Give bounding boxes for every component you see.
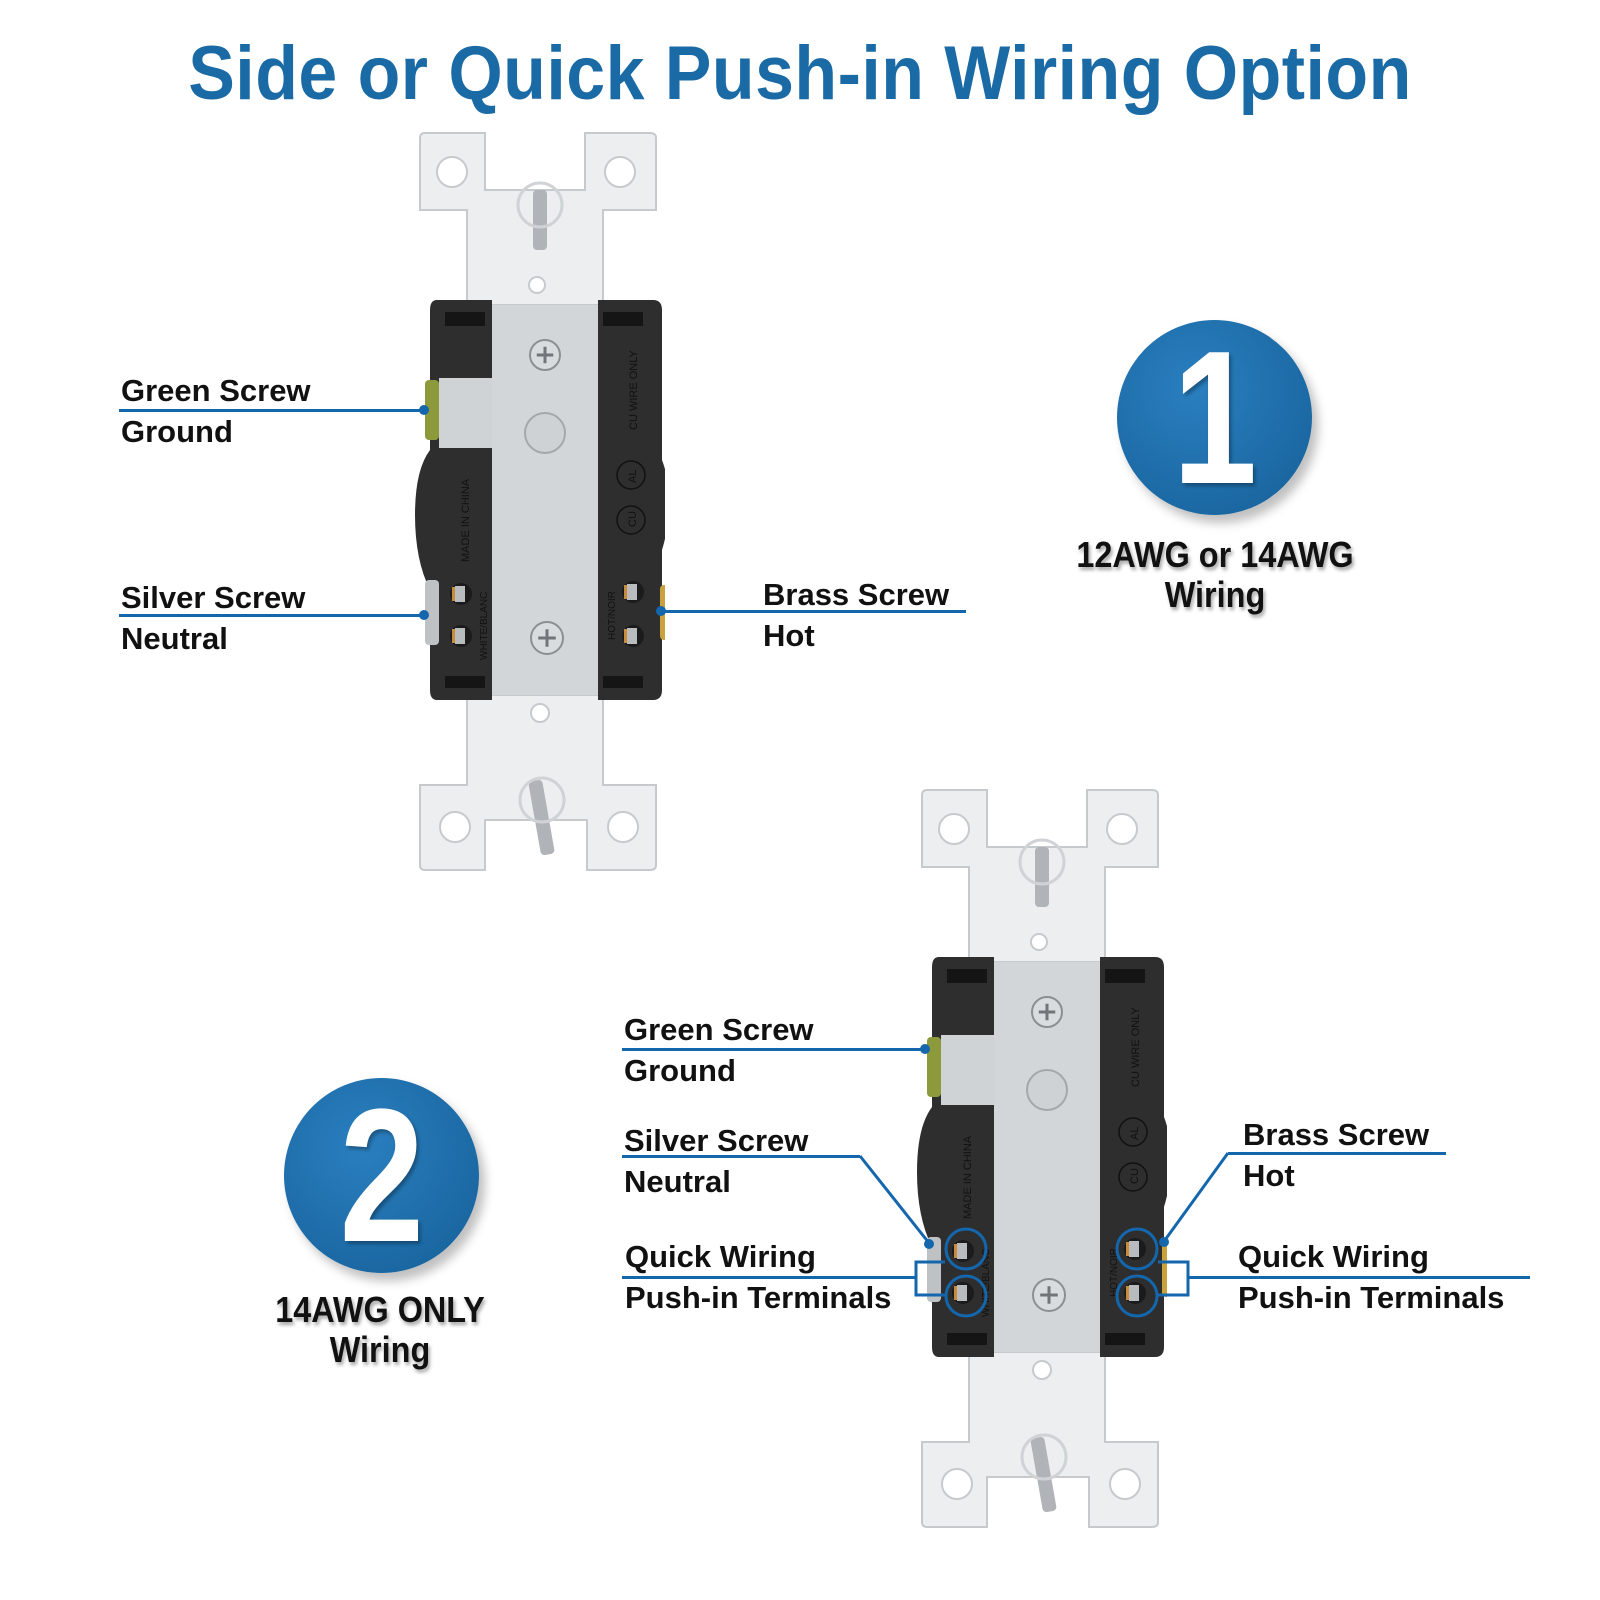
label-title: Brass Screw (1243, 1117, 1430, 1152)
green-screw (927, 1037, 941, 1097)
label-sub: Ground (121, 414, 233, 449)
leader-line (1188, 1276, 1530, 1279)
label-sub: Ground (624, 1053, 736, 1088)
screw-icon (529, 339, 561, 371)
push-in-terminal-ring (1115, 1227, 1159, 1271)
switch-body: MADE IN CHINA WHITE/BLANC HOT/NOIR CU WI… (415, 300, 670, 700)
screw-icon (1032, 1278, 1066, 1312)
leader-dot (920, 1044, 930, 1054)
label-title: Silver Screw (624, 1123, 809, 1158)
caption-line: 14AWG ONLY (275, 1289, 485, 1330)
leader-dot (924, 1239, 934, 1249)
marking-hot: HOT/NOIR (1109, 1248, 1120, 1297)
leader-line (119, 614, 424, 617)
leader-line (622, 1048, 925, 1051)
leader-dot (419, 610, 429, 620)
push-in-terminal-ring (944, 1227, 988, 1271)
push-in-terminal (952, 1282, 974, 1304)
leader-line (119, 409, 424, 412)
push-in-terminal (1124, 1282, 1146, 1304)
label-sub: Hot (1243, 1158, 1295, 1193)
leader-line (858, 1155, 931, 1244)
switch-side-wiring: MADE IN CHINA WHITE/BLANC HOT/NOIR CU WI… (415, 130, 670, 875)
leader-line (1163, 1152, 1230, 1241)
label-sub: Push-in Terminals (1238, 1280, 1505, 1315)
leader-line (622, 1155, 860, 1158)
label-title: Quick Wiring (1238, 1239, 1429, 1274)
mounting-screw (1018, 838, 1068, 1513)
label-title: Brass Screw (763, 577, 950, 612)
option-1-badge: 1 (1117, 320, 1312, 515)
page-title: Side or Quick Push-in Wiring Option (188, 31, 1412, 116)
bracket (914, 1260, 945, 1297)
silver-screw (927, 1237, 941, 1302)
screw-icon (530, 621, 564, 655)
marking-made-in: MADE IN CHINA (962, 1135, 974, 1219)
marking-cu-only: CU WIRE ONLY (1130, 1006, 1142, 1087)
marking-white: WHITE/BLANC (981, 1249, 992, 1317)
label-title: Green Screw (121, 373, 311, 408)
push-in-terminal (622, 581, 644, 603)
marking-al: AL (627, 470, 639, 483)
push-in-terminal-ring (944, 1274, 988, 1318)
caption-line: Wiring (1164, 574, 1266, 615)
label-sub: Neutral (624, 1164, 731, 1199)
leader-dot (1159, 1237, 1169, 1247)
badge-number: 1 (1172, 311, 1257, 524)
caption-line: Wiring (329, 1329, 431, 1370)
option-2-badge: 2 (284, 1078, 479, 1273)
leader-line (622, 1276, 916, 1279)
push-in-terminal-ring (1115, 1274, 1159, 1318)
screw-icon (1031, 996, 1063, 1028)
marking-white: WHITE/BLANC (479, 592, 490, 660)
bracket (1158, 1260, 1190, 1297)
label-sub: Push-in Terminals (625, 1280, 892, 1315)
silver-screw (425, 580, 439, 645)
marking-al: AL (1129, 1127, 1141, 1140)
marking-cu: CU (1129, 1168, 1141, 1184)
leader-line (662, 610, 966, 613)
marking-cu-only: CU WIRE ONLY (628, 349, 640, 430)
leader-dot (656, 606, 666, 616)
badge-number: 2 (339, 1069, 424, 1282)
label-title: Silver Screw (121, 580, 306, 615)
push-in-terminal (450, 583, 472, 605)
caption-line: 12AWG or 14AWG (1076, 534, 1354, 575)
leader-line (1228, 1152, 1446, 1155)
label-sub: Neutral (121, 621, 228, 656)
marking-made-in: MADE IN CHINA (460, 478, 472, 562)
green-screw (425, 380, 439, 440)
mounting-screw (516, 181, 566, 856)
label-sub: Hot (763, 618, 815, 653)
push-in-terminal (1124, 1238, 1146, 1260)
label-title: Green Screw (624, 1012, 814, 1047)
label-title: Quick Wiring (625, 1239, 816, 1274)
push-in-terminal (622, 625, 644, 647)
push-in-terminal (952, 1240, 974, 1262)
marking-hot: HOT/NOIR (607, 591, 618, 640)
leader-dot (419, 405, 429, 415)
marking-cu: CU (627, 511, 639, 527)
push-in-terminal (450, 625, 472, 647)
